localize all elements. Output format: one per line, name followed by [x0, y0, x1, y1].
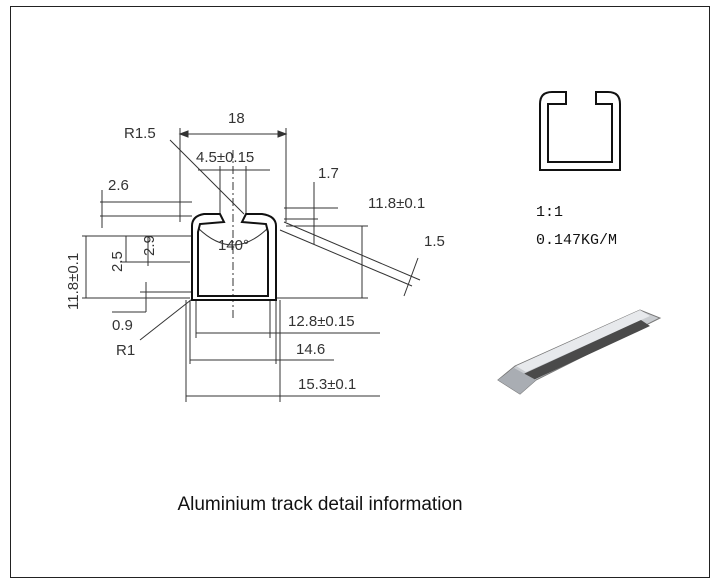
dim-2-9: 2.9: [141, 235, 158, 256]
drawing-frame: [10, 6, 710, 578]
dim-base-thickness: 0.9: [112, 317, 133, 334]
caption: Aluminium track detail information: [177, 494, 463, 515]
dim-height-left: 11.8±0.1: [65, 253, 82, 310]
dim-outer-width: 15.3±0.1: [298, 376, 356, 393]
dim-lip-left: 2.6: [108, 177, 129, 194]
scale-label: 1:1: [536, 204, 563, 221]
track-profile: [191, 213, 277, 301]
small-profile: [539, 91, 621, 171]
dim-thickness-right: 1.5: [424, 233, 445, 250]
dim-slot-width: 4.5±0.15: [196, 149, 254, 166]
dim-inner-width: 12.8±0.15: [288, 313, 355, 330]
dim-radius-bottom: R1: [116, 342, 135, 359]
track-3d-render: [497, 309, 662, 395]
weight-label: 0.147KG/M: [536, 232, 617, 249]
dim-angle: 140°: [218, 237, 249, 254]
dim-2-5: 2.5: [109, 251, 126, 272]
dim-lip-right: 1.7: [318, 165, 339, 182]
dim-height-right: 11.8±0.1: [368, 195, 425, 212]
dim-mid-width: 14.6: [296, 341, 325, 358]
dim-width-top: 18: [228, 110, 245, 127]
dim-radius-top: R1.5: [124, 125, 156, 142]
